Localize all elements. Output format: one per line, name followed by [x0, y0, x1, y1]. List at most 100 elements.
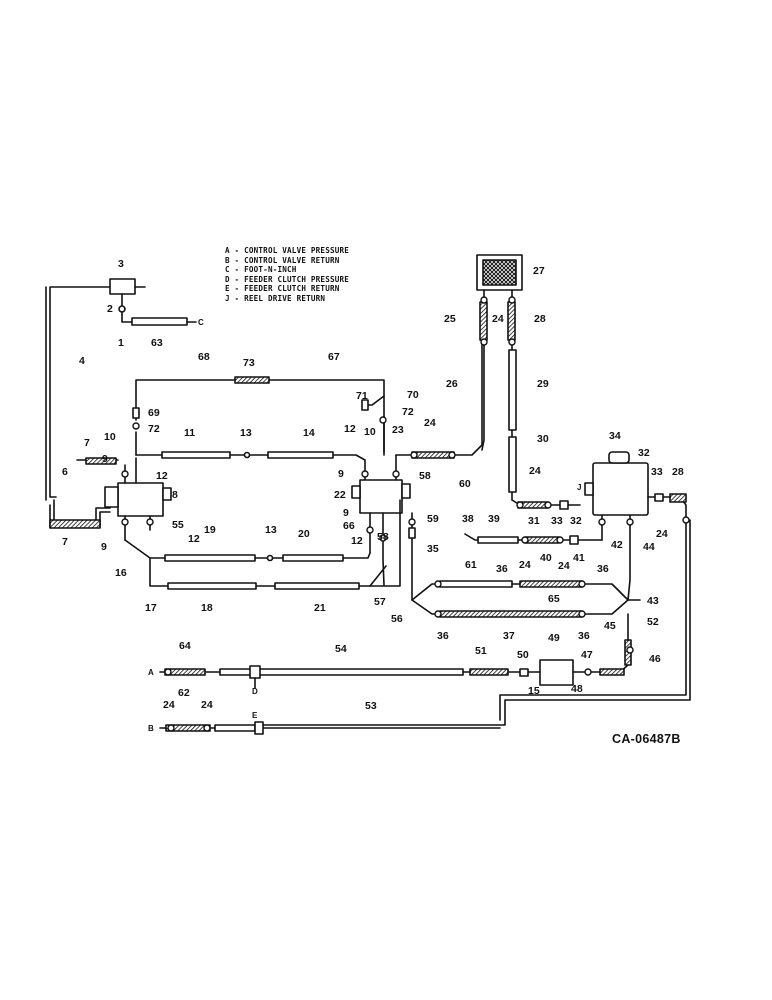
callout-21: 21	[314, 602, 326, 614]
callout-59: 59	[427, 513, 439, 525]
callout-12c: 12	[188, 533, 200, 545]
callout-58a: 58	[419, 470, 431, 482]
callout-28a: 28	[534, 313, 546, 325]
callout-6: 6	[62, 466, 68, 478]
callout-19: 19	[204, 524, 216, 536]
legend-item-e: E - FEEDER CLUTCH RETURN	[225, 284, 340, 294]
callout-12b: 12	[344, 423, 356, 435]
callout-24g: 24	[163, 699, 175, 711]
callout-17: 17	[145, 602, 157, 614]
callout-51: 51	[475, 645, 487, 657]
callout-35: 35	[427, 543, 439, 555]
end-label-j: J	[577, 483, 582, 492]
valve-8	[117, 482, 164, 517]
end-label-e: E	[252, 711, 258, 720]
callout-9a: 9	[102, 453, 108, 465]
legend: A - CONTROL VALVE PRESSURE B - CONTROL V…	[225, 246, 349, 304]
legend-item-b: B - CONTROL VALVE RETURN	[225, 255, 340, 265]
callout-14: 14	[303, 427, 315, 439]
callout-12a: 12	[156, 470, 168, 482]
valve-49	[539, 659, 574, 686]
drawing-code: CA-06487B	[612, 732, 681, 746]
callout-36d: 36	[578, 630, 590, 642]
callout-3: 3	[118, 258, 124, 270]
callout-9d: 9	[343, 507, 349, 519]
callout-33a: 33	[551, 515, 563, 527]
callout-18: 18	[201, 602, 213, 614]
callout-4: 4	[79, 355, 85, 367]
callout-43: 43	[647, 595, 659, 607]
callout-50: 50	[517, 649, 529, 661]
callout-7a: 7	[84, 437, 90, 449]
callout-40: 40	[540, 552, 552, 564]
callout-39: 39	[488, 513, 500, 525]
callout-29: 29	[537, 378, 549, 390]
callout-27: 27	[533, 265, 545, 277]
callout-58b: 58	[377, 531, 389, 543]
callout-13a: 13	[240, 427, 252, 439]
callout-22: 22	[334, 489, 346, 501]
callout-69: 69	[148, 407, 160, 419]
callout-60: 60	[459, 478, 471, 490]
callout-10a: 10	[104, 431, 116, 443]
callout-57: 57	[374, 596, 386, 608]
callout-56: 56	[391, 613, 403, 625]
callout-25: 25	[444, 313, 456, 325]
line-4	[49, 286, 112, 498]
callout-67: 67	[328, 351, 340, 363]
valve-22	[359, 479, 403, 514]
callout-73: 73	[243, 357, 255, 369]
legend-item-a: A - CONTROL VALVE PRESSURE	[225, 246, 350, 255]
callout-64: 64	[179, 640, 191, 652]
callout-49: 49	[548, 632, 560, 644]
callout-24a: 24	[492, 313, 504, 325]
line-68	[135, 379, 236, 408]
callout-37: 37	[503, 630, 515, 642]
callout-9c: 9	[338, 468, 344, 480]
legend-item-j: J - REEL DRIVE RETURN	[225, 293, 326, 303]
callout-72a: 72	[148, 423, 160, 435]
callout-26: 26	[446, 378, 458, 390]
callout-44: 44	[643, 541, 655, 553]
callout-66: 66	[343, 520, 355, 532]
end-label-b: B	[148, 724, 154, 733]
callout-24c: 24	[529, 465, 541, 477]
callout-24e: 24	[558, 560, 570, 572]
callout-38: 38	[462, 513, 474, 525]
callout-72b: 72	[402, 406, 414, 418]
callout-8: 8	[172, 489, 178, 501]
legend-item-d: D - FEEDER CLUTCH PRESSURE	[225, 274, 350, 284]
end-label-a: A	[148, 668, 154, 677]
callout-30: 30	[537, 433, 549, 445]
callout-10b: 10	[364, 426, 376, 438]
callout-45: 45	[604, 620, 616, 632]
callout-33b: 33	[651, 466, 663, 478]
callout-32a: 32	[570, 515, 582, 527]
callout-36a: 36	[496, 563, 508, 575]
reservoir-34	[592, 462, 649, 516]
callout-13b: 13	[265, 524, 277, 536]
callout-15: 15	[528, 685, 540, 697]
callout-16: 16	[115, 567, 127, 579]
end-label-c: C	[198, 318, 204, 327]
callout-41: 41	[573, 552, 585, 564]
callout-2: 2	[107, 303, 113, 315]
callout-36c: 36	[437, 630, 449, 642]
valve-3	[109, 278, 136, 295]
callout-23: 23	[392, 424, 404, 436]
callout-65: 65	[548, 593, 560, 605]
callout-24d: 24	[519, 559, 531, 571]
callout-62: 62	[178, 687, 190, 699]
callout-70: 70	[407, 389, 419, 401]
callout-46: 46	[649, 653, 661, 665]
callout-55: 55	[172, 519, 184, 531]
callout-36b: 36	[597, 563, 609, 575]
callout-42: 42	[611, 539, 623, 551]
hose-63	[131, 317, 188, 326]
callout-53: 53	[365, 700, 377, 712]
callout-12d: 12	[351, 535, 363, 547]
callout-32b: 32	[638, 447, 650, 459]
callout-71: 71	[356, 390, 368, 402]
callout-52: 52	[647, 616, 659, 628]
callout-28b: 28	[672, 466, 684, 478]
